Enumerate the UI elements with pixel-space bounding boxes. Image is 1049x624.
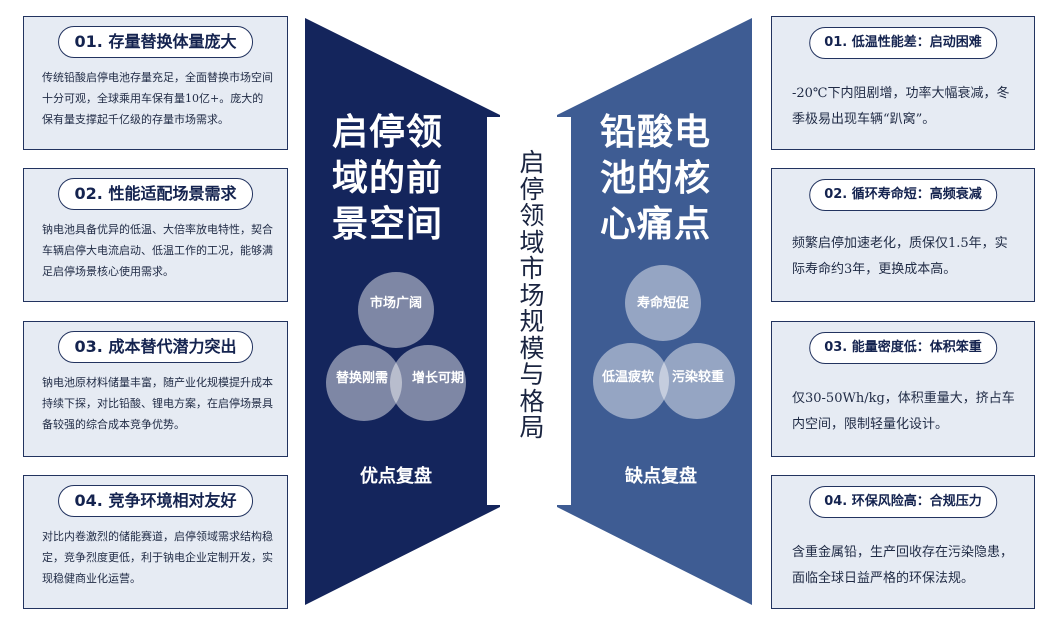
advantage-card-title: 02. 性能适配场景需求 — [57, 178, 254, 210]
pain-point-card-4: 04. 环保风险高：合规压力 含重金属铅，生产回收存在污染隐患，面临全球日益严格… — [771, 475, 1035, 609]
pain-point-card-1: 01. 低温性能差：启动困难 -20℃下内阻剧增，功率大幅衰减，冬季极易出现车辆… — [771, 16, 1035, 150]
pain-point-card-2: 02. 循环寿命短：高频衰减 频繁启停加速老化，质保仅1.5年，实际寿命约3年，… — [771, 168, 1035, 302]
center-title: 启停领域市场规模与格局 — [519, 148, 545, 442]
venn-circle-left — [326, 345, 402, 421]
venn-label-top: 市场广阔 — [369, 296, 422, 311]
advantage-card-3: 03. 成本替代潜力突出 钠电池原材料储量丰富，随产业化规模提升成本持续下探，对… — [23, 321, 288, 457]
advantage-card-4: 04. 竞争环境相对友好 对比内卷激烈的储能赛道，启停领域需求结构稳定，竞争烈度… — [23, 475, 288, 609]
advantage-card-1: 01. 存量替换体量庞大 传统铅酸启停电池存量充足，全面替换市场空间十分可观，全… — [23, 16, 288, 150]
right-panel-title: 铅酸电池的核心痛点 — [600, 112, 712, 245]
venn-label-right: 污染较重 — [671, 370, 724, 385]
advantage-card-body: 对比内卷激烈的储能赛道，启停领域需求结构稳定，竞争烈度更低，利于钠电企业定制开发… — [42, 530, 273, 585]
right-panel-shape — [557, 18, 752, 605]
advantage-card-body: 传统铅酸启停电池存量充足，全面替换市场空间十分可观，全球乘用车保有量10亿+。庞… — [42, 71, 273, 126]
venn-label-top: 寿命短促 — [636, 296, 689, 311]
pain-point-card-title: 02. 循环寿命短：高频衰减 — [809, 179, 997, 211]
venn-circle-right — [390, 345, 466, 421]
venn-label-left: 替换刚需 — [335, 371, 388, 386]
venn-circle-top — [358, 272, 434, 348]
pain-point-card-body: 仅30-50Wh/kg，体积重量大，挤占车内空间，限制轻量化设计。 — [792, 391, 1015, 432]
pain-point-card-body: 频繁启停加速老化，质保仅1.5年，实际寿命约3年，更换成本高。 — [792, 236, 1008, 277]
venn-circle-right — [659, 343, 735, 419]
advantage-card-body: 钠电池具备优异的低温、大倍率放电特性，契合车辆启停大电流启动、低温工作的工况，能… — [42, 223, 273, 278]
venn-circle-left — [593, 343, 669, 419]
pain-point-card-body: -20℃下内阻剧增，功率大幅衰减，冬季极易出现车辆“趴窝”。 — [792, 86, 1010, 127]
advantage-card-title: 03. 成本替代潜力突出 — [57, 331, 254, 363]
venn-circle-top — [625, 265, 701, 341]
venn-label-left: 低温疲软 — [601, 370, 654, 385]
pain-point-card-body: 含重金属铅，生产回收存在污染隐患，面临全球日益严格的环保法规。 — [792, 545, 1014, 586]
left-panel-footer: 优点复盘 — [360, 466, 432, 487]
right-panel-footer: 缺点复盘 — [625, 466, 697, 487]
pain-point-card-3: 03. 能量密度低：体积笨重 仅30-50Wh/kg，体积重量大，挤占车内空间，… — [771, 321, 1035, 457]
left-panel-title: 启停领域的前景空间 — [332, 112, 444, 245]
advantage-card-body: 钠电池原材料储量丰富，随产业化规模提升成本持续下探，对比铅酸、锂电方案，在启停场… — [42, 376, 273, 431]
advantage-card-title: 01. 存量替换体量庞大 — [57, 26, 254, 58]
advantage-card-2: 02. 性能适配场景需求 钠电池具备优异的低温、大倍率放电特性，契合车辆启停大电… — [23, 168, 288, 302]
left-panel-shape — [305, 18, 500, 605]
venn-label-right: 增长可期 — [411, 371, 464, 386]
advantage-card-title: 04. 竞争环境相对友好 — [57, 485, 254, 517]
pain-point-card-title: 01. 低温性能差：启动困难 — [809, 27, 997, 59]
pain-point-card-title: 04. 环保风险高：合规压力 — [809, 486, 997, 518]
pain-point-card-title: 03. 能量密度低：体积笨重 — [809, 332, 997, 364]
